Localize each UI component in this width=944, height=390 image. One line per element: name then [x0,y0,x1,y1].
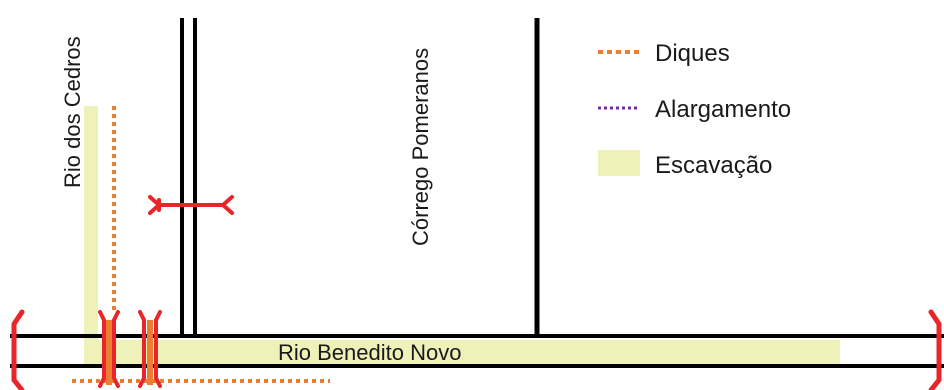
channel-end-left [11,309,25,390]
bridge-symbol-tributary [148,195,234,215]
legend-escavacao-swatch [598,150,640,176]
bridge-symbol-2 [138,310,162,388]
legend: Diques Alargamento Escavação [598,40,791,179]
excavation-rio-benedito-novo [84,340,840,365]
bridge-symbol-1 [98,310,120,388]
rio-benedito-novo-label: Rio Benedito Novo [278,340,461,365]
channel-end-right [928,309,942,390]
rio-dos-cedros-label: Rio dos Cedros [60,36,85,188]
excavation-rio-dos-cedros [84,106,98,368]
legend-alargamento-label: Alargamento [655,96,791,123]
legend-escavacao-label: Escavação [655,152,772,179]
corrego-pomeranos-label: Córrego Pomeranos [408,48,433,246]
legend-diques-label: Diques [655,40,730,67]
